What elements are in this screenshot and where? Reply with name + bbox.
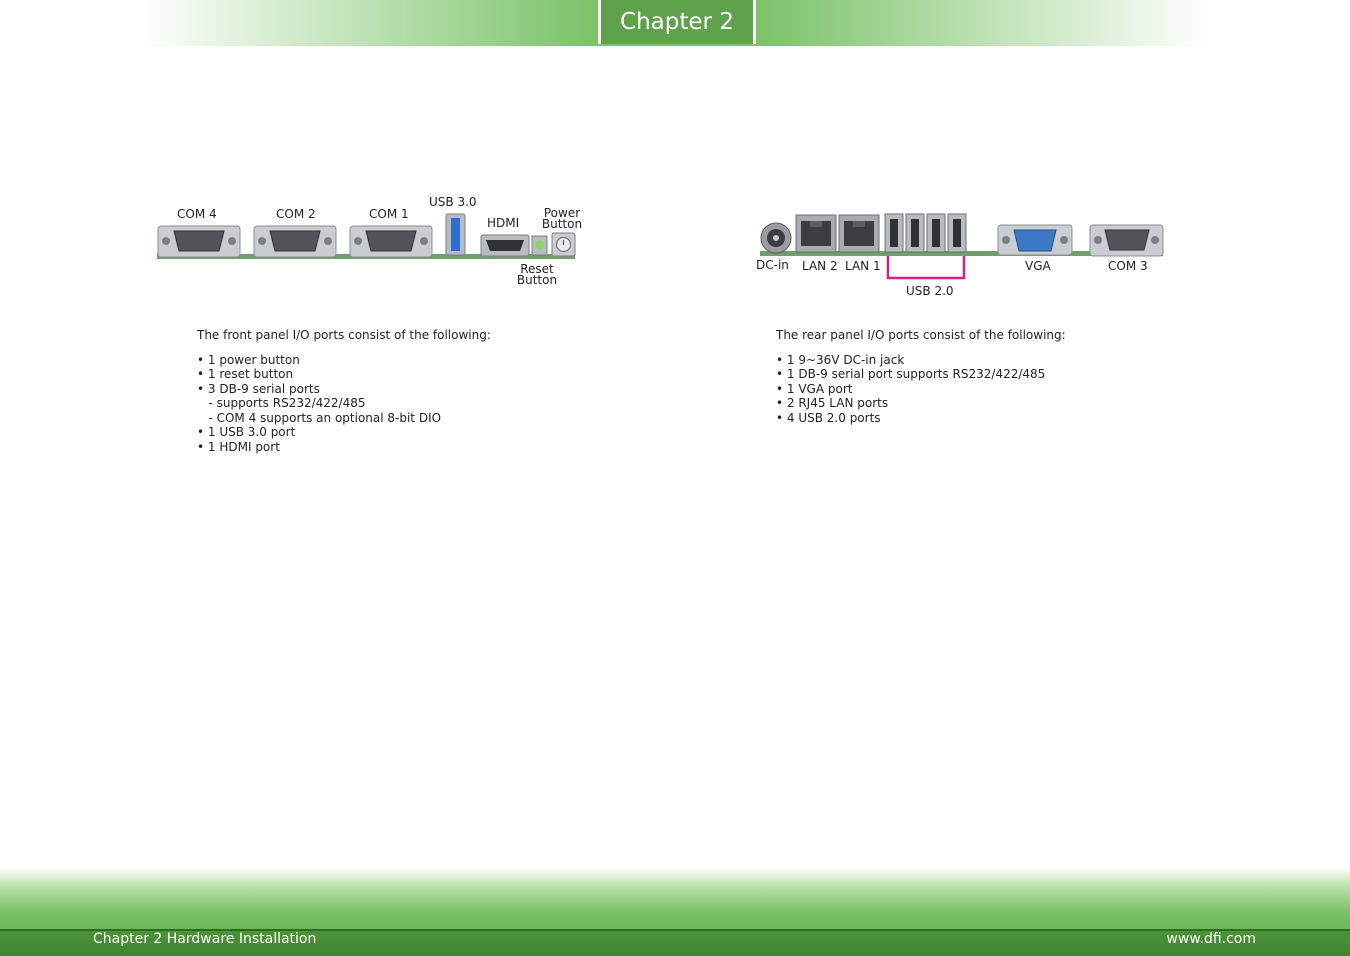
list-item: - supports RS232/422/485 — [197, 396, 366, 410]
reset-button-label: Reset Button — [516, 262, 558, 287]
lan1-label: LAN 1 — [845, 259, 881, 273]
usb2-ports-icon — [884, 213, 967, 253]
list-item: • 1 HDMI port — [197, 439, 280, 454]
rear-panel-list: • 1 9~36V DC-in jack • 1 DB-9 serial por… — [776, 353, 1066, 426]
com4-connector-icon — [157, 225, 241, 258]
reset-button-icon — [531, 235, 548, 256]
list-item: - COM 4 supports an optional 8-bit DIO — [197, 410, 442, 425]
rear-panel-description: The rear panel I/O ports consist of the … — [776, 328, 1066, 425]
front-panel-list: • 1 power button • 1 reset button • 3 DB… — [197, 353, 491, 455]
vga-label: VGA — [1025, 259, 1051, 273]
com1-connector-icon — [349, 225, 433, 258]
power-button-icon — [551, 232, 576, 257]
hdmi-port-icon — [480, 234, 530, 257]
lan2-port-icon — [795, 214, 837, 253]
usb3-label: USB 3.0 — [429, 195, 477, 209]
com1-label: COM 1 — [369, 207, 409, 221]
usb2-bracket — [886, 256, 966, 280]
com3-label: COM 3 — [1108, 259, 1148, 273]
com4-label: COM 4 — [177, 207, 217, 221]
com2-label: COM 2 — [276, 207, 316, 221]
list-item: • 2 RJ45 LAN ports — [776, 396, 889, 410]
list-item: • 4 USB 2.0 ports — [776, 410, 881, 425]
lan1-port-icon — [838, 214, 880, 253]
list-item: • 1 VGA port — [776, 381, 853, 396]
list-item: • 1 DB-9 serial port supports RS232/422/… — [776, 367, 1046, 381]
list-item: • 1 power button — [197, 352, 300, 367]
rear-panel-intro: The rear panel I/O ports consist of the … — [776, 328, 1066, 342]
dc-in-label: DC-in — [756, 258, 789, 272]
list-item: • 1 reset button — [197, 367, 294, 381]
lan2-label: LAN 2 — [802, 259, 838, 273]
hdmi-label: HDMI — [487, 216, 520, 230]
footer-bar — [0, 929, 1350, 956]
list-item: • 1 USB 3.0 port — [197, 425, 296, 439]
power-button-label: Power Button — [541, 206, 583, 231]
footer-gradient — [0, 868, 1350, 930]
front-panel-intro: The front panel I/O ports consist of the… — [197, 328, 491, 342]
dc-in-jack-icon — [760, 222, 792, 254]
com3-connector-icon — [1089, 224, 1164, 257]
usb3-port-icon — [445, 213, 466, 256]
vga-port-icon — [997, 224, 1073, 256]
footer-chapter-title: Chapter 2 Hardware Installation — [93, 931, 317, 947]
com2-connector-icon — [253, 225, 337, 258]
chapter-tab: Chapter 2 — [598, 0, 756, 44]
footer-website-link[interactable]: www.dfi.com — [1166, 931, 1256, 947]
usb2-label: USB 2.0 — [906, 284, 954, 298]
front-panel-description: The front panel I/O ports consist of the… — [197, 328, 491, 454]
list-item: • 3 DB-9 serial ports — [197, 381, 320, 396]
rear-board-strip — [760, 251, 1163, 256]
list-item: • 1 9~36V DC-in jack — [776, 352, 905, 367]
